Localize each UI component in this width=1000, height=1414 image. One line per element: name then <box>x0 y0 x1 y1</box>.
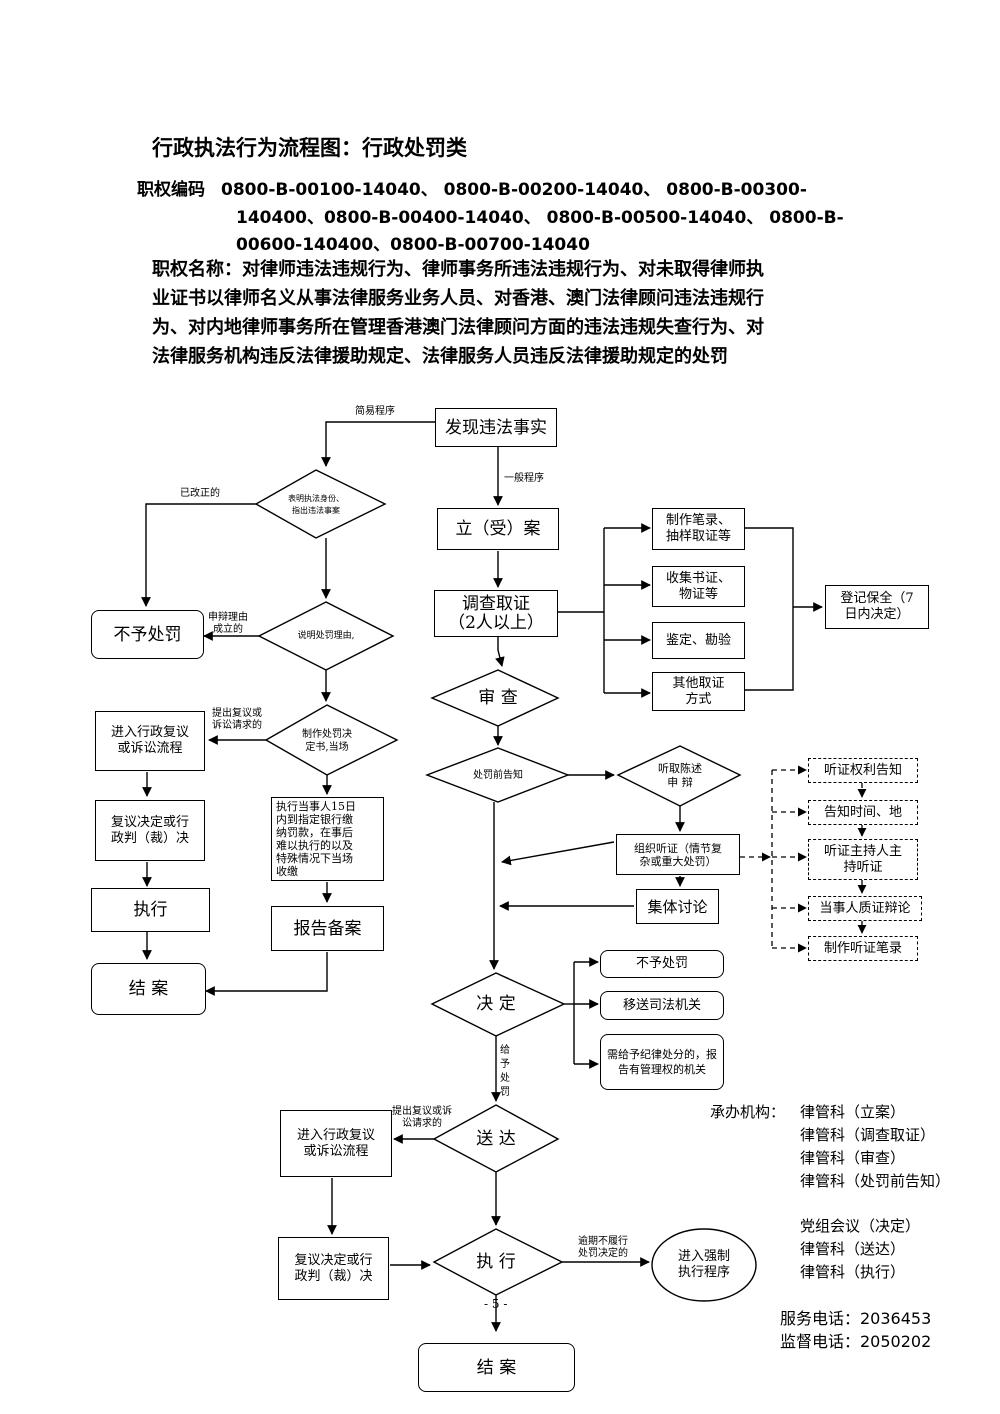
show-id-text: 表明执法身份、 指出违法事案 <box>288 494 344 515</box>
organizer-line: 律管科（执行） <box>800 1263 906 1281</box>
decision-no-penalty-box: 不予处罚 <box>600 950 724 978</box>
hearing-debate-box: 当事人质证辩论 <box>808 896 922 921</box>
page-title: 行政执法行为流程图：行政处罚类 <box>152 136 467 160</box>
show-id-diamond <box>254 469 387 539</box>
enforce-ellipse <box>651 1228 757 1302</box>
hearing-time-box: 告知时间、地 <box>808 800 918 825</box>
give-penalty-label: 给 予 处 罚 <box>500 1045 510 1098</box>
service-phone: 服务电话：2036453 <box>780 1309 932 1328</box>
code-label: 职权编码 <box>137 180 205 200</box>
deliver-text: 送 达 <box>476 1129 516 1149</box>
page-number: - 5 - <box>484 1297 508 1311</box>
review-bottom-box: 进入行政复议 或诉讼流程 <box>280 1110 392 1177</box>
review-text: 审 查 <box>478 688 518 708</box>
overdue-label: 逾期不履行 处罚决定的 <box>578 1236 628 1259</box>
organizer-line: 律管科（调查取证） <box>800 1126 936 1144</box>
code-line-3: 00600-140400、0800-B-00700-14040 <box>236 235 590 255</box>
execute-left-box: 执行 <box>91 888 210 932</box>
inv-other-box: 其他取证 方式 <box>652 672 745 711</box>
no-penalty-left-box: 不予处罚 <box>91 610 204 659</box>
decision-judicial-box: 移送司法机关 <box>600 991 724 1020</box>
decision-onsite-text: 制作处罚决 定书,当场 <box>302 729 352 753</box>
hearing-host-box: 听证主持人主 持听证 <box>808 839 918 880</box>
pay-note-box: 执行当事人15日 内到指定银行缴 纳罚款，在事后 难以执行的以及 特殊情况下当场… <box>271 797 384 881</box>
close-left-box: 结 案 <box>91 963 206 1015</box>
name-line-3: 为、对内地律师事务所在管理香港澳门法律顾问方面的违法违规失查行为、对 <box>152 317 764 338</box>
pre-notice-text: 处罚前告知 <box>473 770 523 781</box>
review-decision-left-box: 复议决定或行 政判（裁）决 <box>95 800 205 861</box>
appeal-label-2: 提出复议或诉 讼请求的 <box>392 1106 452 1129</box>
organize-hearing-box: 组织听证（情节复 杂或重大处罚） <box>616 834 740 875</box>
execute-bottom-text: 执 行 <box>476 1252 516 1272</box>
decide-text: 决 定 <box>476 994 516 1014</box>
hearing-record-box: 制作听证笔录 <box>808 936 918 961</box>
group-discussion-box: 集体讨论 <box>636 889 719 924</box>
preserve-box: 登记保全（7 日内决定） <box>825 585 929 629</box>
explain-text: 说明处罚理由, <box>297 631 355 641</box>
organizer-line: 律管科（处罚前告知） <box>800 1172 951 1190</box>
organizer-line: 律管科（审查） <box>800 1149 906 1167</box>
investigate-box: 调查取证 （2人以上） <box>434 590 558 637</box>
supervision-phone: 监督电话：2050202 <box>780 1332 932 1351</box>
inv-record-box: 制作笔录、 抽样取证等 <box>652 508 745 550</box>
report-file-box: 报告备案 <box>271 906 384 951</box>
review-left-box: 进入行政复议 或诉讼流程 <box>95 711 205 771</box>
appeal-label-1: 提出复议或 诉讼请求的 <box>212 708 262 731</box>
hear-statement-text: 听取陈述 申 辩 <box>658 762 702 789</box>
inv-evidence-box: 收集书证、 物证等 <box>652 566 745 607</box>
file-case-box: 立（受）案 <box>437 508 559 550</box>
close-bottom-box: 结 案 <box>418 1343 575 1392</box>
review-decision-bottom-box: 复议决定或行 政判（裁）决 <box>278 1237 389 1300</box>
discover-box: 发现违法事实 <box>435 408 557 447</box>
organizer-label: 承办机构： <box>710 1103 786 1121</box>
simple-procedure-label: 简易程序 <box>355 406 395 417</box>
name-line-4: 法律服务机构违反法律援助规定、法律服务人员违反法律援助规定的处罚 <box>152 346 728 367</box>
inv-appraisal-box: 鉴定、勘验 <box>652 622 745 659</box>
defense-valid-label: 申辩理由 成立的 <box>208 612 248 635</box>
pre-notice-diamond <box>425 747 570 803</box>
code-line-2: 140400、0800-B-00400-14040、 0800-B-00500-… <box>236 208 844 228</box>
name-line-1: 职权名称：对律师违法违规行为、律师事务所违法违规行为、对未取得律师执 <box>152 259 764 280</box>
corrected-label: 已改正的 <box>180 488 220 499</box>
organizer-line: 律管科（立案） <box>800 1103 906 1121</box>
code-line-1: 0800-B-00100-14040、 0800-B-00200-14040、 … <box>221 180 807 200</box>
enforce-text: 进入强制 执行程序 <box>677 1249 730 1280</box>
organizer-line: 律管科（送达） <box>800 1240 906 1258</box>
general-procedure-label: 一般程序 <box>504 473 544 484</box>
hearing-rights-box: 听证权利告知 <box>808 758 918 783</box>
name-line-2: 业证书以律师名义从事法律服务业务人员、对香港、澳门法律顾问违法违规行 <box>152 288 764 309</box>
decision-discipline-box: 需给予纪律处分的，报 告有管理权的机关 <box>600 1034 724 1090</box>
organizer-line: 党组会议（决定） <box>800 1217 921 1235</box>
